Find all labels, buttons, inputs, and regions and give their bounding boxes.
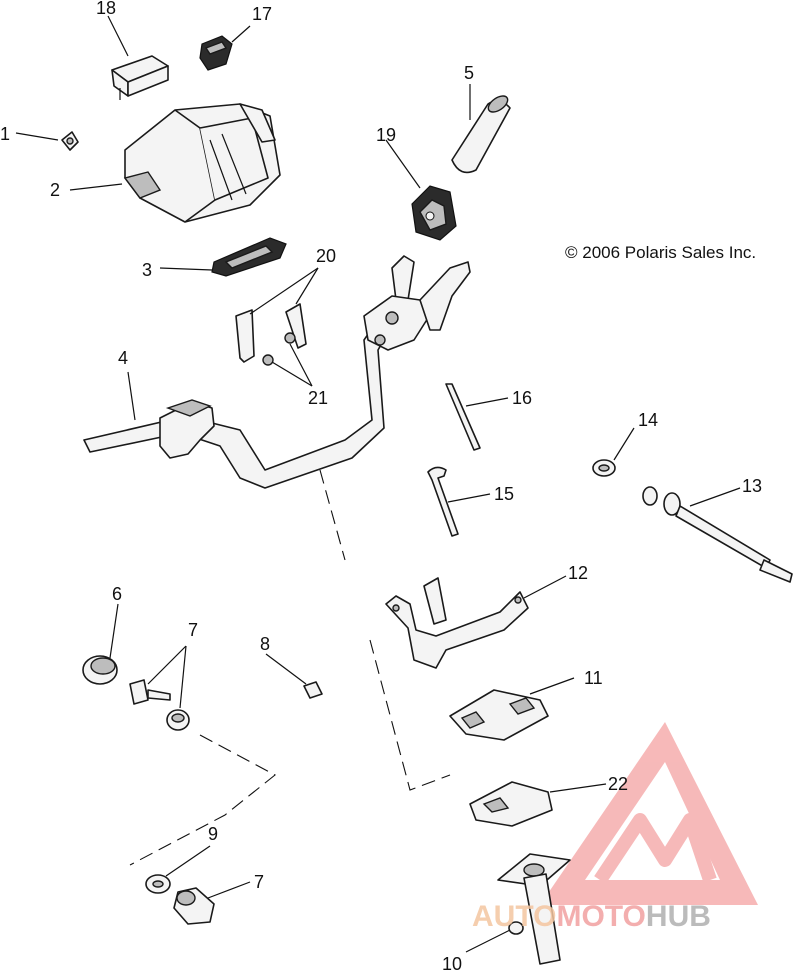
callout-15: 15	[494, 484, 514, 504]
callout-9: 9	[208, 824, 218, 844]
callout-13: 13	[742, 476, 762, 496]
part-16-rod	[445, 383, 481, 451]
callout-8: 8	[260, 634, 270, 654]
callout-labels: 1 2 3 4 5 6 7 7 8 9 10 11 12 13 14 15 16…	[0, 0, 762, 974]
part-6-cap	[82, 655, 118, 685]
callout-4: 4	[118, 348, 128, 368]
part-7-key-switch	[129, 679, 190, 731]
steering-post	[497, 853, 571, 965]
part-17-switch	[199, 35, 233, 71]
part-10-nut	[508, 921, 524, 935]
callout-7-lower: 7	[254, 872, 264, 892]
callout-1: 1	[0, 124, 10, 144]
watermark-hub: HUB	[646, 900, 711, 933]
callout-3: 3	[142, 260, 152, 280]
part-11-upper-clamp	[449, 689, 549, 741]
callout-6: 6	[112, 584, 122, 604]
part-15-bolt	[427, 466, 459, 537]
brake-lever-assembly	[363, 261, 471, 351]
assembly-lines	[129, 469, 451, 866]
part-13-cable	[642, 486, 793, 583]
part-12-bracket	[385, 577, 529, 669]
watermark-triangle	[540, 722, 758, 905]
part-5-grip	[451, 95, 511, 174]
copyright-notice: © 2006 Polaris Sales Inc.	[565, 243, 756, 262]
callout-18: 18	[96, 0, 116, 18]
part-9-washer	[145, 874, 171, 894]
part-7-ignition-switch	[173, 887, 215, 925]
callout-5: 5	[464, 63, 474, 83]
callout-22: 22	[608, 774, 628, 794]
part-18-switch-cap	[111, 55, 169, 100]
watermark-auto: AUTO	[472, 900, 556, 933]
part-8-bolt	[303, 681, 323, 699]
callout-19: 19	[376, 125, 396, 145]
part-21-fasteners	[262, 332, 296, 366]
watermark-text: AUTOMOTOHUB	[472, 900, 711, 933]
part-2-handlebar-pod	[123, 103, 281, 223]
part-1-push-rivet	[61, 131, 79, 151]
part-14-nut	[592, 459, 616, 477]
part-22-lower-clamp	[469, 781, 553, 827]
callout-20: 20	[316, 246, 336, 266]
callout-17: 17	[252, 4, 272, 24]
watermark-moto: MOTO	[556, 900, 645, 933]
callout-12: 12	[568, 563, 588, 583]
callout-14: 14	[638, 410, 658, 430]
watermark-logo	[540, 722, 758, 905]
callout-7-upper: 7	[188, 620, 198, 640]
callout-11: 11	[584, 668, 603, 688]
callout-2: 2	[50, 180, 60, 200]
leader-lines	[15, 15, 741, 953]
part-4-handlebar	[83, 255, 415, 489]
callout-10: 10	[442, 954, 462, 974]
part-19-switch-housing	[411, 185, 457, 241]
part-20-brackets	[235, 303, 307, 363]
callout-16: 16	[512, 388, 532, 408]
callout-21: 21	[308, 388, 328, 408]
part-3-bezel	[211, 237, 287, 277]
